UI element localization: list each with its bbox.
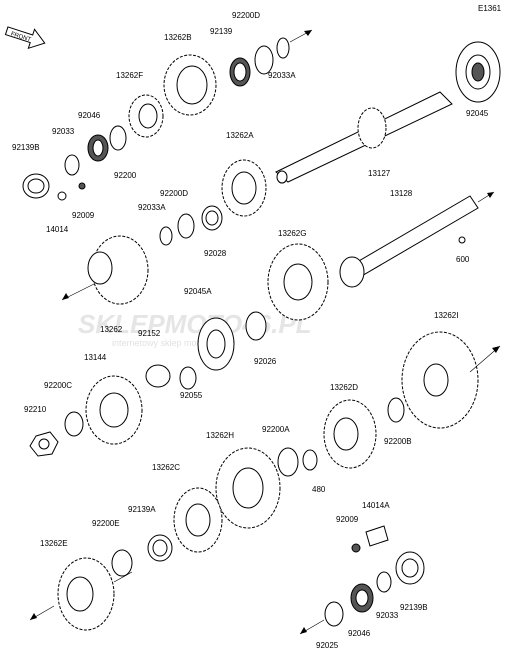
part-92025-washer-icon (324, 601, 344, 627)
part-13262H-gear-icon (215, 447, 281, 529)
label-92026: 92026 (254, 357, 277, 366)
label-92033A-2: 92033A (138, 203, 166, 212)
part-92046-2-bearing-icon (350, 583, 374, 613)
label-92200A: 92200A (262, 425, 290, 434)
part-92200-washer-icon (109, 125, 127, 151)
part-13262C-gear-icon (173, 487, 223, 553)
label-92055: 92055 (180, 391, 203, 400)
label-92033: 92033 (52, 127, 75, 136)
part-92200D-washer-icon (254, 45, 274, 75)
part-92009-screw-icon (78, 182, 86, 190)
label-92200E: 92200E (92, 519, 120, 528)
part-13262E-gear-icon (57, 557, 115, 631)
part-13262B-gear-icon (163, 54, 217, 116)
part-13144-sprocket-icon (85, 375, 143, 445)
part-13127-output-shaft-icon (275, 91, 453, 184)
part-13262G-gear-icon (267, 243, 329, 321)
label-13262A: 13262A (226, 131, 254, 140)
label-92210: 92210 (24, 405, 47, 414)
label-92028: 92028 (204, 249, 227, 258)
label-92200D: 92200D (232, 11, 260, 20)
part-92210-nut-icon (29, 431, 59, 457)
part-480-circlip-icon (302, 449, 318, 471)
part-13262F-gear-icon (128, 94, 164, 138)
part-92033A-circlip-icon (276, 37, 290, 59)
part-13262-gear-icon (87, 235, 149, 305)
label-92046: 92046 (78, 111, 101, 120)
label-13262F: 13262F (116, 71, 143, 80)
label-92139B-2: 92139B (400, 603, 428, 612)
part-13262D-gear-icon (323, 399, 377, 469)
label-92200C: 92200C (44, 381, 72, 390)
label-92200: 92200 (114, 171, 137, 180)
part-92045-bearing-icon (455, 41, 501, 103)
label-92152: 92152 (138, 329, 161, 338)
label-92009-2: 92009 (336, 515, 359, 524)
part-92139B-2-bushing-icon (395, 551, 425, 585)
label-13262C: 13262C (152, 463, 180, 472)
label-92045: 92045 (466, 109, 489, 118)
label-13262H: 13262H (206, 431, 234, 440)
part-92200D-2-washer-icon (177, 213, 195, 239)
label-92139A: 92139A (128, 505, 156, 514)
watermark: SKLEPMOTO46.PL internetowy sklep motocyk… (78, 309, 312, 348)
part-92200B-washer-icon (387, 397, 405, 423)
part-92055-oring-icon (179, 366, 197, 390)
part-14014A-plate-icon (365, 525, 389, 547)
part-13128-input-shaft-icon (339, 195, 479, 288)
watermark-brand: SKLEPMOTO46.PL (78, 309, 312, 339)
label-480: 480 (312, 485, 326, 494)
label-92045A: 92045A (184, 287, 212, 296)
label-92139: 92139 (210, 27, 233, 36)
part-92009-2-screw-icon (351, 543, 361, 553)
part-92139B-bushing-icon (22, 173, 50, 199)
label-13262I: 13262I (434, 311, 458, 320)
label-13127: 13127 (368, 169, 391, 178)
diagram-code: E1361 (478, 4, 502, 13)
part-600-ball-icon (458, 236, 466, 244)
part-92046-bearing-icon (87, 134, 109, 162)
front-arrow-icon: FRONT (4, 26, 46, 50)
part-92033A-2-circlip-icon (159, 226, 173, 246)
label-92033A: 92033A (268, 71, 296, 80)
part-92200C-washer-icon (64, 411, 84, 437)
part-92028-bushing-icon (201, 205, 223, 231)
label-92046-2: 92046 (348, 629, 371, 638)
part-14014-pin-icon (57, 191, 67, 201)
label-92033-2: 92033 (376, 611, 399, 620)
label-13262B: 13262B (164, 33, 192, 42)
label-14014A: 14014A (362, 501, 390, 510)
label-13262: 13262 (100, 325, 123, 334)
label-13262D: 13262D (330, 383, 358, 392)
watermark-tagline: internetowy sklep motocyklowy (112, 338, 236, 348)
label-13262G: 13262G (278, 229, 306, 238)
label-13262E: 13262E (40, 539, 68, 548)
label-92200B: 92200B (384, 437, 412, 446)
part-92152-collar-icon (145, 364, 171, 388)
part-13262I-gear-icon (401, 331, 479, 429)
label-92009: 92009 (72, 211, 95, 220)
part-92045A-bearing-icon (197, 317, 235, 371)
label-13128: 13128 (390, 189, 413, 198)
part-92200A-washer-icon (277, 447, 299, 477)
part-92033-2-circlip-icon (376, 571, 392, 593)
part-13262A-gear-icon (221, 159, 267, 217)
label-92200D-2: 92200D (160, 189, 188, 198)
label-600: 600 (456, 255, 470, 264)
part-92200E-washer-icon (111, 549, 133, 577)
label-92139B: 92139B (12, 143, 40, 152)
label-92025: 92025 (316, 641, 339, 650)
part-92139A-bushing-icon (147, 534, 173, 562)
part-labels: 92200D 92139 13262B 13262F 92033A 92045 … (12, 11, 489, 650)
part-92033-circlip-icon (64, 154, 80, 176)
label-14014: 14014 (46, 225, 69, 234)
label-13144: 13144 (84, 353, 107, 362)
part-92026-washer-icon (245, 311, 267, 341)
part-92139-bearing-icon (229, 57, 251, 87)
